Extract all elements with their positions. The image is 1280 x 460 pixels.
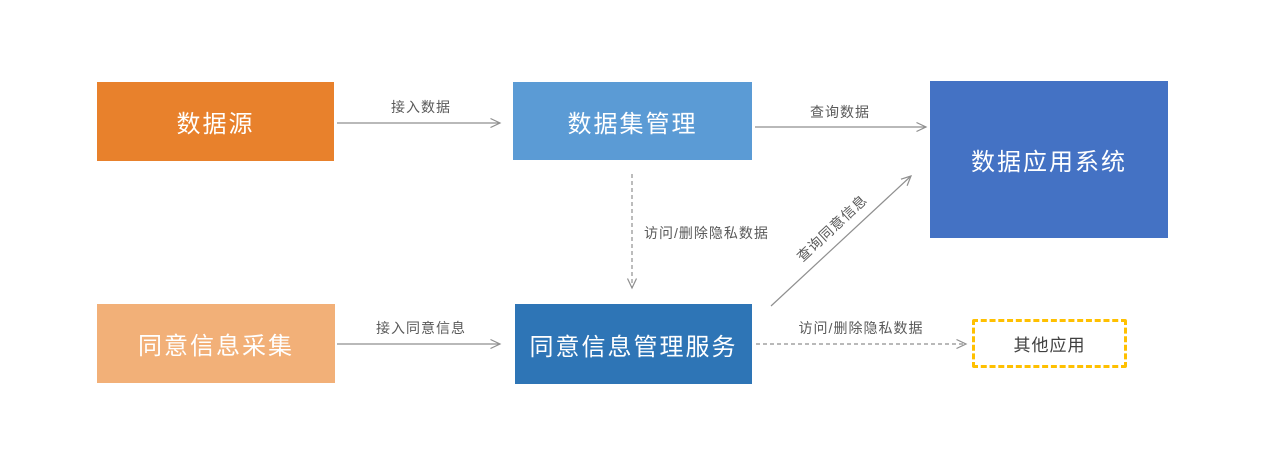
node-data-application-system-label: 数据应用系统	[971, 149, 1127, 176]
node-data-source-label: 数据源	[176, 111, 255, 138]
node-data-source: 数据源	[97, 82, 334, 161]
node-consent-info-collection: 同意信息采集	[97, 304, 335, 383]
edge-label-access-consent-info: 接入同意信息	[376, 320, 466, 336]
edge-label-access-delete-private-data-right: 访问/删除隐私数据	[798, 320, 924, 336]
edge-label-access-data: 接入数据	[391, 99, 451, 115]
node-data-application-system: 数据应用系统	[930, 81, 1168, 238]
node-consent-info-management-service-label: 同意信息管理服务	[529, 333, 738, 361]
edge-query-consent-info-arrow	[770, 175, 913, 307]
node-dataset-management-label: 数据集管理	[567, 110, 698, 138]
node-other-applications: 其他应用	[972, 319, 1127, 368]
node-other-applications-label: 其他应用	[1013, 336, 1086, 355]
node-dataset-management: 数据集管理	[513, 82, 752, 160]
edge-label-query-data: 查询数据	[810, 104, 870, 120]
node-consent-info-collection-label: 同意信息采集	[138, 333, 294, 360]
edge-label-access-delete-private-data-down: 访问/删除隐私数据	[644, 225, 769, 241]
node-consent-info-management-service: 同意信息管理服务	[515, 304, 752, 384]
